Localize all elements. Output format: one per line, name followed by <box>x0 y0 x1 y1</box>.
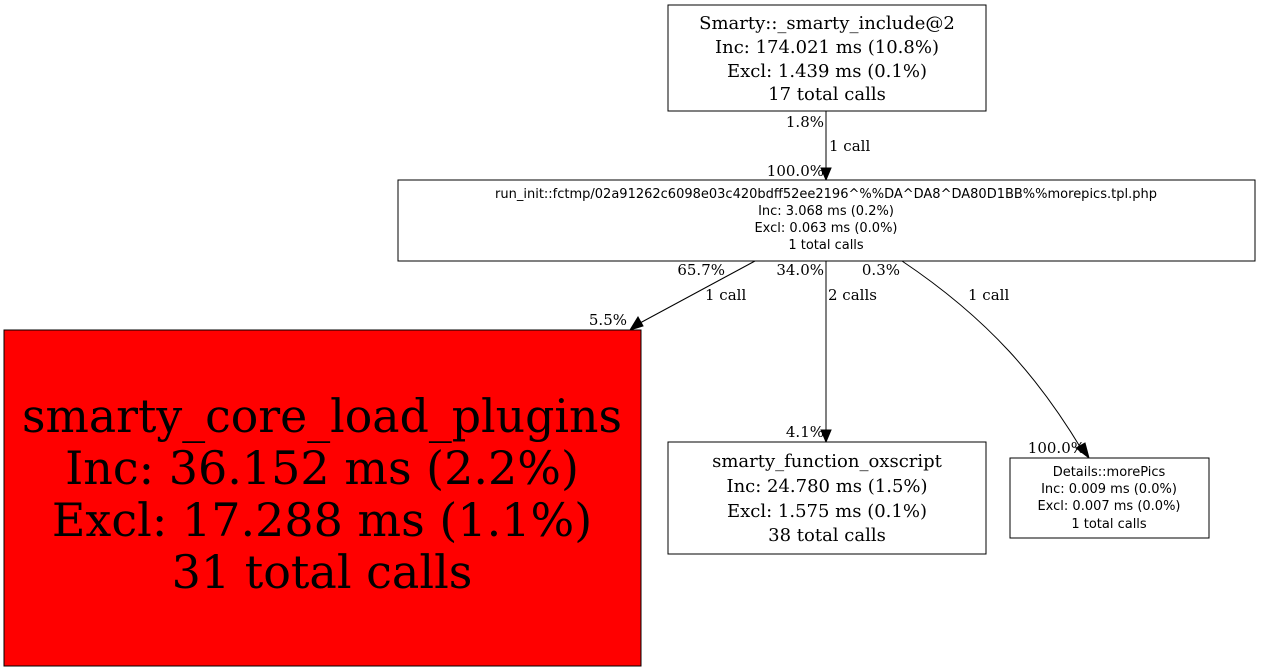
edge-tail-percent: 65.7% <box>677 261 725 279</box>
edge-call-label: 1 call <box>968 286 1009 304</box>
node-function-name: smarty_function_oxscript <box>712 451 943 472</box>
edge-runinit-to-plugins: 65.7% 1 call 5.5% <box>589 260 756 331</box>
edge-call-label: 2 calls <box>828 286 877 304</box>
node-function-name: smarty_core_load_plugins <box>22 389 622 443</box>
node-exclusive-time: Excl: 1.575 ms (0.1%) <box>727 501 927 522</box>
edge-head-percent: 100.0% <box>1028 439 1085 457</box>
node-function-name: run_init::fctmp/02a91262c6098e03c420bdff… <box>495 187 1157 202</box>
edge-call-label: 1 call <box>705 286 746 304</box>
edge-runinit-to-morepics: 0.3% 1 call 100.0% <box>862 260 1090 460</box>
node-function-name: Details::morePics <box>1053 465 1166 480</box>
node-load-plugins[interactable]: smarty_core_load_plugins Inc: 36.152 ms … <box>3 329 642 667</box>
node-total-calls: 31 total calls <box>172 545 473 599</box>
edge-head-percent: 5.5% <box>589 311 627 329</box>
arrowhead-icon <box>820 167 832 182</box>
edge-tail-percent: 0.3% <box>862 261 900 279</box>
edge-call-label: 1 call <box>829 137 870 155</box>
node-more-pics[interactable]: Details::morePics Inc: 0.009 ms (0.0%) E… <box>1009 457 1210 539</box>
arrowhead-icon <box>820 429 832 444</box>
node-box <box>667 4 987 112</box>
node-total-calls: 1 total calls <box>788 238 864 253</box>
node-box <box>397 179 1256 262</box>
node-box <box>667 441 987 555</box>
node-total-calls: 1 total calls <box>1071 517 1147 532</box>
edge-include-to-runinit: 1.8% 1 call 100.0% <box>767 111 870 182</box>
node-total-calls: 38 total calls <box>768 525 886 546</box>
node-inclusive-time: Inc: 36.152 ms (2.2%) <box>65 441 579 495</box>
node-exclusive-time: Excl: 0.007 ms (0.0%) <box>1037 499 1180 514</box>
node-exclusive-time: Excl: 0.063 ms (0.0%) <box>754 221 897 236</box>
edge-head-percent: 4.1% <box>786 423 824 441</box>
node-inclusive-time: Inc: 174.021 ms (10.8%) <box>715 37 939 58</box>
arrowhead-icon <box>1075 442 1090 460</box>
node-inclusive-time: Inc: 24.780 ms (1.5%) <box>726 476 927 497</box>
arrowhead-icon <box>628 316 644 331</box>
node-box <box>3 329 642 667</box>
node-function-name: Smarty::_smarty_include@2 <box>699 13 955 34</box>
node-run-init[interactable]: run_init::fctmp/02a91262c6098e03c420bdff… <box>397 179 1256 262</box>
node-oxscript[interactable]: smarty_function_oxscript Inc: 24.780 ms … <box>667 441 987 555</box>
node-total-calls: 17 total calls <box>768 84 886 105</box>
node-exclusive-time: Excl: 17.288 ms (1.1%) <box>52 493 592 547</box>
edge-line <box>901 260 1083 451</box>
node-box <box>1009 457 1210 539</box>
edge-runinit-to-oxscript: 34.0% 2 calls 4.1% <box>776 261 877 444</box>
edge-tail-percent: 34.0% <box>776 261 824 279</box>
node-smarty-include[interactable]: Smarty::_smarty_include@2 Inc: 174.021 m… <box>667 4 987 112</box>
edge-tail-percent: 1.8% <box>786 113 824 131</box>
node-inclusive-time: Inc: 0.009 ms (0.0%) <box>1041 482 1177 497</box>
node-inclusive-time: Inc: 3.068 ms (0.2%) <box>758 204 894 219</box>
node-exclusive-time: Excl: 1.439 ms (0.1%) <box>727 61 927 82</box>
edge-line <box>639 260 756 324</box>
edge-head-percent: 100.0% <box>767 162 824 180</box>
